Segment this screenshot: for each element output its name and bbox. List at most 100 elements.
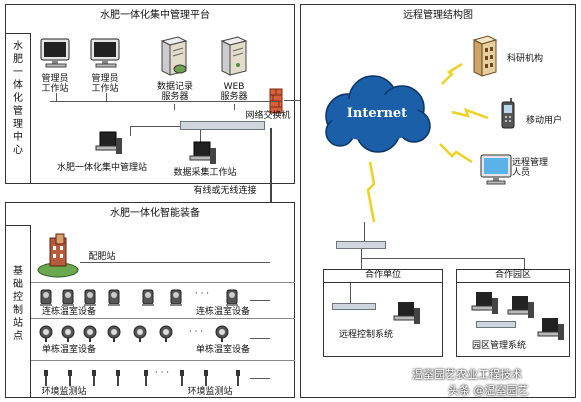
link-line [130, 126, 131, 136]
equipment-title: 水肥一体化智能装备 [110, 208, 200, 219]
link-line [130, 126, 180, 127]
partner-unit-label: 合作单位 [364, 270, 401, 280]
internet-cloud-icon [325, 75, 431, 153]
wireless-link-icon [366, 161, 376, 223]
platform-title: 水肥一体化集中管理平台 [100, 10, 210, 21]
multispan-greenhouse-label: 连栋温室设备 [195, 307, 250, 317]
singlespan-device-icon [39, 325, 53, 342]
monitoring-station-label: 环境监测站 [187, 387, 233, 397]
link-line [56, 93, 57, 101]
singlespan-device-icon [83, 325, 97, 342]
link-line [106, 93, 107, 101]
partner-unit-switch-icon [332, 303, 376, 310]
link-line [250, 338, 270, 339]
singlespan-device-icon [107, 325, 121, 342]
singlespan-device-icon [133, 325, 147, 342]
monitoring-station-icon [204, 370, 208, 386]
monitoring-station-icon [236, 370, 240, 386]
fertilizer-station-icon [37, 233, 79, 278]
multispan-device-icon [84, 289, 96, 306]
remote-control-label: 远程控制系统 [338, 330, 393, 340]
web-server-icon [220, 36, 248, 76]
ellipsis: · · · [194, 289, 210, 299]
link-line [234, 104, 235, 110]
monitoring-station-label: 环境监测站 [41, 387, 87, 397]
multispan-device-icon [226, 289, 238, 306]
monitoring-station-icon [144, 370, 148, 386]
mobile-user-label: 移动用户 [525, 116, 562, 126]
link-line [80, 262, 270, 263]
singlespan-device-icon [159, 325, 173, 342]
link-line [524, 258, 525, 269]
link-line [361, 249, 362, 269]
partner-park-label: 合作园区 [494, 270, 531, 280]
center-vertical-label: 水肥一体化管理中心 [13, 41, 23, 156]
multispan-greenhouse-label: 连栋温室设备 [41, 307, 96, 317]
park-pc-icon [471, 292, 498, 314]
remote-switch-icon [336, 241, 386, 249]
admin-workstation-icon [90, 38, 120, 68]
row-divider [31, 360, 295, 361]
ellipsis: · · · [154, 368, 170, 378]
link-line [200, 130, 201, 144]
mobile-phone-icon [501, 98, 515, 129]
wireless-link-icon [439, 143, 473, 164]
admin-workstation-label: 管理员工作站 [91, 74, 119, 94]
monitoring-station-icon [92, 370, 96, 386]
platform-bus-line [50, 101, 280, 102]
watermark-line1: 温室园艺农业工程技术 [412, 368, 522, 381]
link-line [364, 222, 365, 241]
row-divider [31, 282, 295, 283]
fertilizer-station-label: 配肥站 [88, 252, 116, 262]
singlespan-device-icon [215, 325, 229, 342]
park-pc-icon [537, 318, 564, 340]
watermark-line2: 头条 @温室园艺 [448, 384, 529, 397]
research-label: 科研机构 [506, 54, 543, 64]
database-server-label: 数据记录服务器 [156, 82, 193, 102]
monitoring-station-icon [116, 370, 120, 386]
park-pc-icon [507, 296, 534, 318]
center-label-box [5, 33, 31, 184]
database-server-icon [160, 36, 188, 76]
link-line [361, 258, 525, 259]
data-station-icon [189, 141, 216, 164]
multispan-device-icon [40, 289, 52, 306]
remote-staff-monitor-icon [480, 154, 512, 185]
remote-title: 远程管理结构图 [403, 10, 473, 21]
link-line [350, 283, 351, 303]
central-station-icon [95, 131, 122, 154]
central-station-label: 水肥一体化集中管理站 [56, 163, 147, 173]
admin-workstation-label: 管理员工作站 [41, 74, 69, 94]
monitoring-station-icon [180, 370, 184, 386]
monitoring-station-icon [68, 370, 72, 386]
site-vertical-label: 基础控制站点 [13, 266, 23, 342]
multispan-device-icon [62, 289, 74, 306]
remote-staff-label: 远程管理人员 [512, 158, 549, 178]
multispan-device-icon [170, 289, 182, 306]
platform-panel [5, 4, 295, 184]
link-line [250, 300, 270, 301]
singlespan-greenhouse-label: 单栋温室设备 [195, 345, 250, 355]
partner-park-header [456, 269, 570, 283]
network-switch-icon [180, 121, 265, 130]
research-building-icon [472, 35, 498, 77]
partner-park-switch-icon [476, 321, 516, 328]
row-divider [31, 318, 295, 319]
wireless-link-icon [451, 108, 489, 120]
link-line [250, 378, 270, 379]
link-line [174, 104, 175, 110]
partner-unit-header [323, 269, 443, 283]
multispan-device-icon [142, 289, 154, 306]
wired-wireless-link-label: 有线或无线连接 [193, 186, 257, 196]
admin-workstation-icon [40, 38, 70, 68]
remote-control-pc-icon [393, 302, 420, 324]
partner-unit-box [323, 269, 443, 357]
multispan-device-icon [108, 289, 120, 306]
park-mgmt-label: 园区管理系统 [471, 341, 526, 351]
site-label-box [5, 225, 31, 398]
network-switch-label: 网络交换机 [245, 111, 291, 121]
internet-label: Internet [346, 106, 408, 121]
singlespan-greenhouse-label: 单栋温室设备 [41, 345, 96, 355]
ellipsis: · · · [188, 327, 204, 337]
